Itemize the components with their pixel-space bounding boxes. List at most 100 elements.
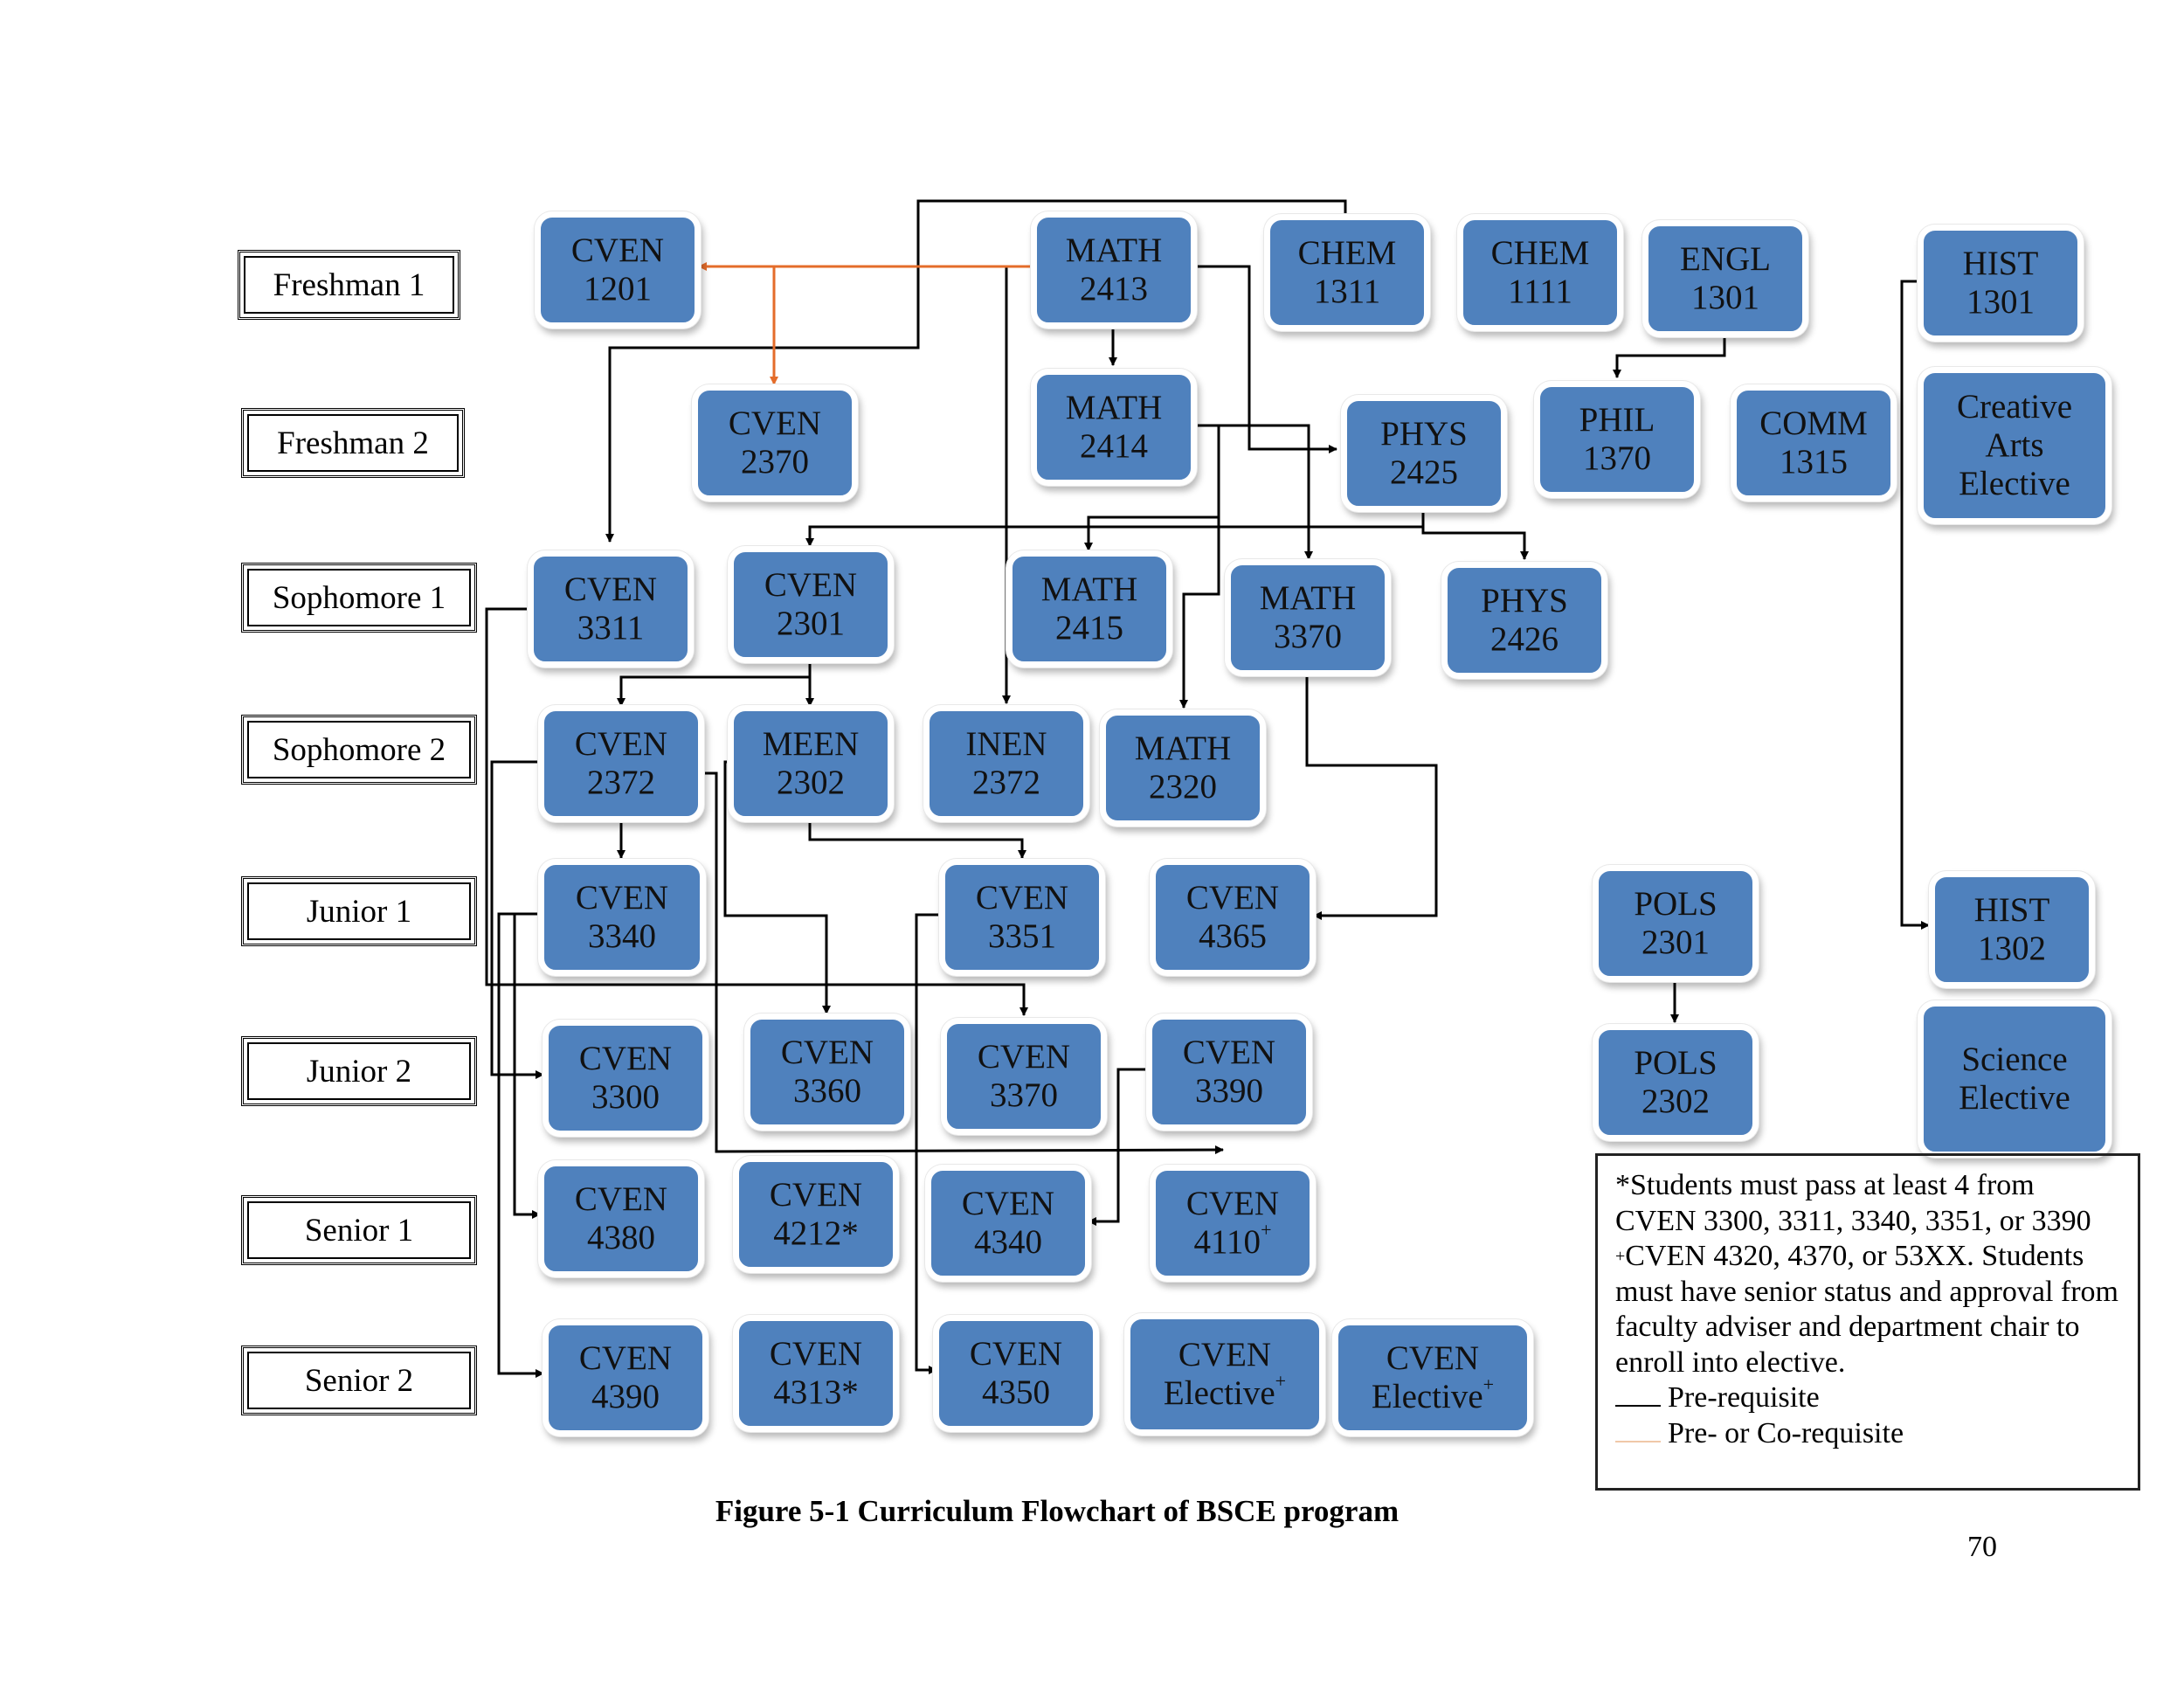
course-number: 2320 [1149, 768, 1217, 806]
page-number: 70 [1967, 1531, 1997, 1563]
semester-label-text: Junior 1 [306, 893, 412, 930]
course-number: 1311 [1313, 273, 1381, 310]
course-dept: INEN [965, 725, 1047, 764]
course-dept: MATH [1040, 571, 1138, 609]
course-dept: CVEN [1185, 1185, 1280, 1223]
course-number: 2425 [1390, 453, 1458, 491]
star-note: *Students must pass at least 4 from CVEN… [1615, 1169, 2091, 1237]
line-meen2302-cven3351 [808, 821, 1026, 859]
course-number: 2370 [741, 443, 809, 481]
course-dept: CHEM [1297, 234, 1397, 273]
course-number: 3351 [988, 917, 1056, 955]
course-number: 2413 [1080, 270, 1148, 308]
semester-label-junior-1: Junior 1 [241, 876, 477, 946]
semester-label-senior-2: Senior 2 [241, 1346, 477, 1415]
corequisite-line-swatch [1615, 1440, 1661, 1442]
course-number: 2415 [1055, 609, 1123, 647]
course-number: 4365 [1199, 917, 1267, 955]
semester-label-freshman-1: Freshman 1 [238, 250, 460, 320]
course-number: 4313* [773, 1373, 859, 1411]
course-dept: MATH [1259, 579, 1357, 618]
course-dept: HIST [1973, 891, 2050, 930]
course-line: Arts [1985, 426, 2044, 465]
semester-label-text: Sophomore 2 [272, 731, 446, 768]
course-number: 3300 [591, 1078, 660, 1116]
course-dept: CVEN [969, 1335, 1063, 1373]
course-number: 2414 [1080, 427, 1148, 465]
course-number: 4340 [974, 1223, 1042, 1261]
course-number: 3360 [793, 1072, 861, 1110]
course-number: 2302 [1641, 1083, 1710, 1120]
course-number: 3390 [1195, 1072, 1263, 1110]
semester-label-text: Senior 2 [304, 1362, 414, 1399]
course-dept: MATH [1065, 389, 1163, 427]
course-number: 1201 [584, 270, 652, 308]
course-dept: POLS [1634, 885, 1717, 924]
course-number: 2372 [587, 764, 655, 801]
legend-item-pre-or-corequisite: Pre- or Co-requisite [1615, 1416, 2120, 1452]
notes-legend-box: *Students must pass at least 4 from CVEN… [1595, 1153, 2140, 1491]
course-dept: CVEN [578, 1339, 673, 1378]
course-line: Science [1961, 1041, 2068, 1079]
line-cven2301-cven2372 [617, 675, 810, 707]
semester-label-sophomore-2: Sophomore 2 [241, 715, 477, 785]
course-dept: CVEN [574, 1180, 668, 1219]
course-line: Elective [1959, 1079, 2070, 1117]
plus-note-text: CVEN 4320, 4370, or 53XX. Students must … [1615, 1240, 2118, 1379]
line-math2414-math2320 [1179, 517, 1220, 709]
course-dept: MATH [1065, 232, 1163, 270]
course-dept: CVEN [764, 566, 858, 605]
course-number: 1111 [1508, 273, 1572, 310]
semester-label-text: Freshman 2 [277, 425, 429, 461]
course-number: 2301 [1641, 924, 1710, 961]
course-number: 1315 [1780, 443, 1848, 481]
course-number-text: 4110 [1193, 1223, 1261, 1261]
course-dept: CVEN [563, 571, 658, 609]
course-number: 3370 [1274, 618, 1342, 655]
course-number: 4380 [587, 1219, 655, 1256]
legend-item-prerequisite: Pre-requisite [1615, 1380, 2120, 1416]
course-number: 4212* [773, 1214, 859, 1252]
